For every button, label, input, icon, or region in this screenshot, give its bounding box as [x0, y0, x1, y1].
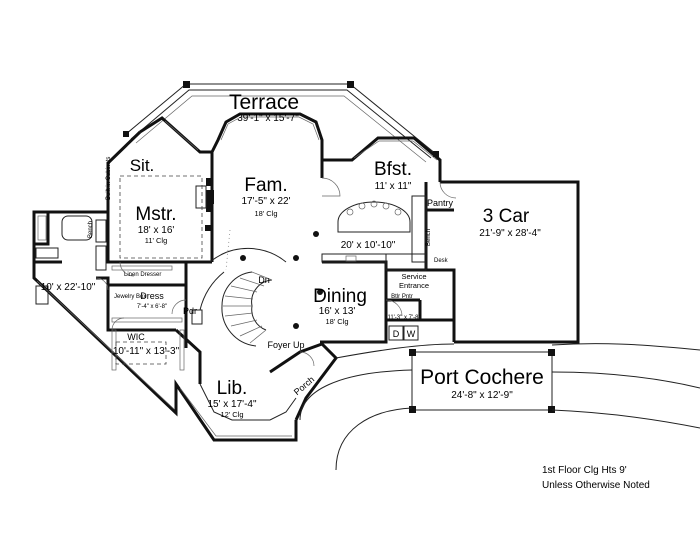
- cabinets-label: Built in Cabinets: [106, 157, 112, 200]
- terrace-dims: 39'-1" x 15'-7": [237, 113, 299, 124]
- port-cochere-dims: 24'-8" x 12'-9": [451, 390, 513, 401]
- closets: [111, 265, 203, 371]
- dining-name: Dining: [313, 286, 367, 307]
- linen-dresser-label: Linen Dresser: [124, 272, 161, 278]
- room-labels: Terrace 39'-1" x 15'-7" Sit. Fam. 17'-5"…: [41, 91, 544, 419]
- foyer-name: Foyer Up: [267, 340, 304, 350]
- garage-name: 3 Car: [483, 206, 530, 227]
- bath-fixtures: [35, 215, 107, 305]
- columns: [205, 178, 323, 329]
- note-line1: 1st Floor Clg Hts 9': [542, 465, 627, 476]
- garage-dims: 21'-9" x 28'-4": [479, 228, 541, 239]
- closet-name: WIC: [127, 332, 145, 342]
- library-ceiling: 12' Clg: [220, 410, 243, 419]
- sitting-name: Sit.: [130, 156, 155, 175]
- master-ceiling: 11' Clg: [145, 236, 168, 245]
- master-bath-dims: 10' x 22'-10": [41, 282, 96, 293]
- dining-dims: 16' x 13': [319, 306, 356, 317]
- library-name: Lib.: [217, 378, 248, 399]
- family-ceiling: 18' Clg: [254, 209, 277, 218]
- driveway: [299, 343, 700, 471]
- laundry-units: [388, 325, 419, 341]
- washer-label: W: [407, 329, 416, 339]
- terrace-name: Terrace: [229, 91, 299, 114]
- fixture-labels: Built in Cabinets Linen Dresser Jewelry …: [88, 157, 449, 300]
- master-dims: 18' x 16': [138, 225, 175, 236]
- library-bay: [199, 383, 297, 421]
- pantry-name: Pantry: [427, 198, 454, 208]
- breakfast-name: Bfst.: [374, 159, 412, 180]
- dressing-dims: 7'-4" x 6'-8": [137, 304, 167, 310]
- jewelry-label: Jewelry Box: [114, 294, 146, 300]
- closet-dims: 10'-11" x 13'-3": [113, 346, 180, 357]
- stair-label: Dn: [258, 275, 270, 285]
- butler-pantry-name: Btlr Pntr: [391, 294, 413, 300]
- port-cochere-structure: [409, 349, 555, 413]
- nook-dims: 20' x 10'-10": [341, 240, 396, 251]
- laundry-dims: 11'-3" x 7'-8": [387, 315, 420, 321]
- master-name: Mstr.: [135, 204, 176, 225]
- doors: [95, 177, 457, 367]
- family-name: Fam.: [244, 175, 287, 196]
- dryer-label: D: [393, 329, 400, 339]
- family-ceiling-line: [225, 229, 231, 271]
- port-cochere-name: Port Cochere: [420, 366, 544, 389]
- powder-name: Pdr: [183, 306, 197, 316]
- service-line1: Service: [401, 272, 426, 281]
- floor-notes: 1st Floor Clg Hts 9' Unless Otherwise No…: [542, 465, 650, 491]
- bench-label: Bench: [88, 221, 94, 238]
- garage-bench-label: Bench: [426, 229, 432, 246]
- service-line2: Entrance: [399, 281, 429, 290]
- family-dims: 17'-5" x 22': [241, 196, 290, 207]
- kitchen: [321, 195, 427, 271]
- desk-label: Desk: [434, 258, 449, 264]
- master-tray-ceiling: [119, 175, 203, 259]
- dining-ceiling: 18' Clg: [325, 317, 348, 326]
- note-line2: Unless Otherwise Noted: [542, 480, 650, 491]
- dressing-name: Dress: [140, 291, 164, 301]
- fireplace: [195, 185, 214, 209]
- porch-name: Porch: [292, 374, 316, 397]
- library-dims: 15' x 17'-4": [207, 399, 257, 410]
- spiral-stair: [199, 248, 287, 347]
- breakfast-dims: 11' x 11": [375, 181, 412, 192]
- windows: [36, 116, 438, 437]
